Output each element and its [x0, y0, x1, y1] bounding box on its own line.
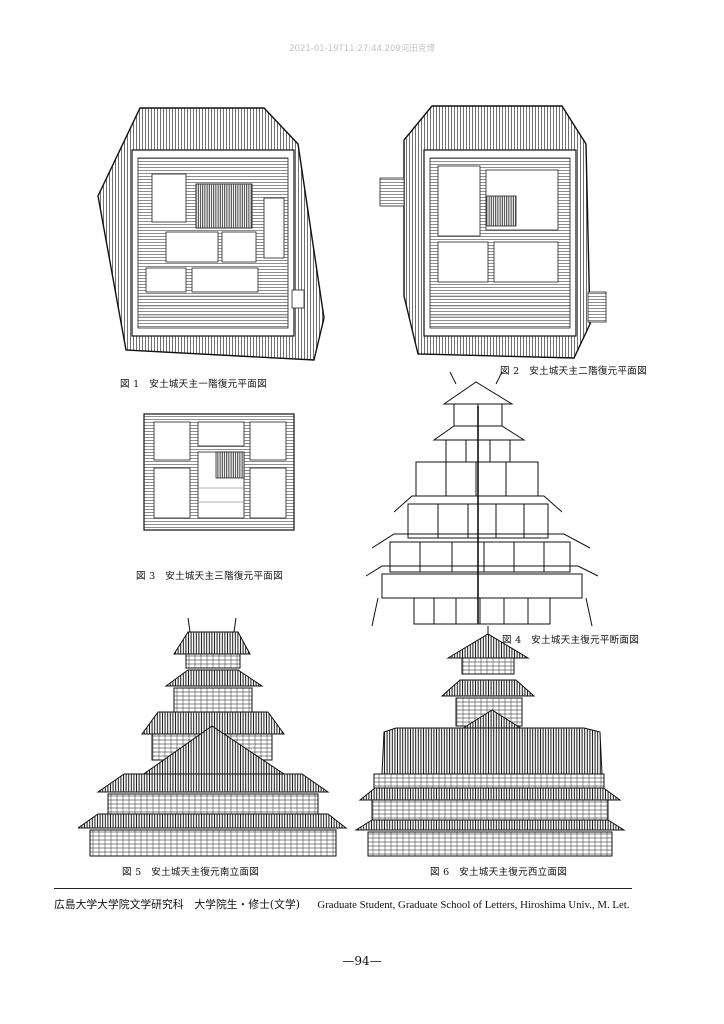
figure-4-caption: 図 4 安土城天主復元平断面図 — [502, 635, 640, 646]
figure-5-caption: 図 5 安土城天主復元南立面図 — [122, 867, 260, 878]
affiliation-japanese: 広島大学大学院文学研究科 大学院生・修士(文学) — [54, 898, 300, 911]
figure-2-caption: 図 2 安土城天主二階復元平面図 — [500, 366, 647, 377]
figure-5-elevation — [78, 614, 348, 858]
figure-6-elevation — [352, 624, 628, 858]
figure-1-plan — [96, 100, 336, 362]
footer-rule — [54, 888, 632, 889]
figure-4-section — [364, 366, 604, 628]
page-number: —94— — [342, 954, 382, 968]
watermark-timestamp: 2021-01-19T11:27:44.209河田克博 — [289, 44, 435, 54]
affiliation-english: Graduate Student, Graduate School of Let… — [317, 899, 630, 911]
footer-affiliation: 広島大学大学院文学研究科 大学院生・修士(文学) Graduate Studen… — [54, 896, 629, 912]
figure-3-plan — [142, 412, 296, 532]
figure-2-plan — [378, 100, 610, 362]
figure-6-caption: 図 6 安土城天主復元西立面図 — [430, 867, 568, 878]
figure-3-caption: 図 3 安土城天主三階復元平面図 — [136, 571, 283, 582]
figure-1-caption: 図 1 安土城天主一階復元平面図 — [120, 379, 267, 390]
